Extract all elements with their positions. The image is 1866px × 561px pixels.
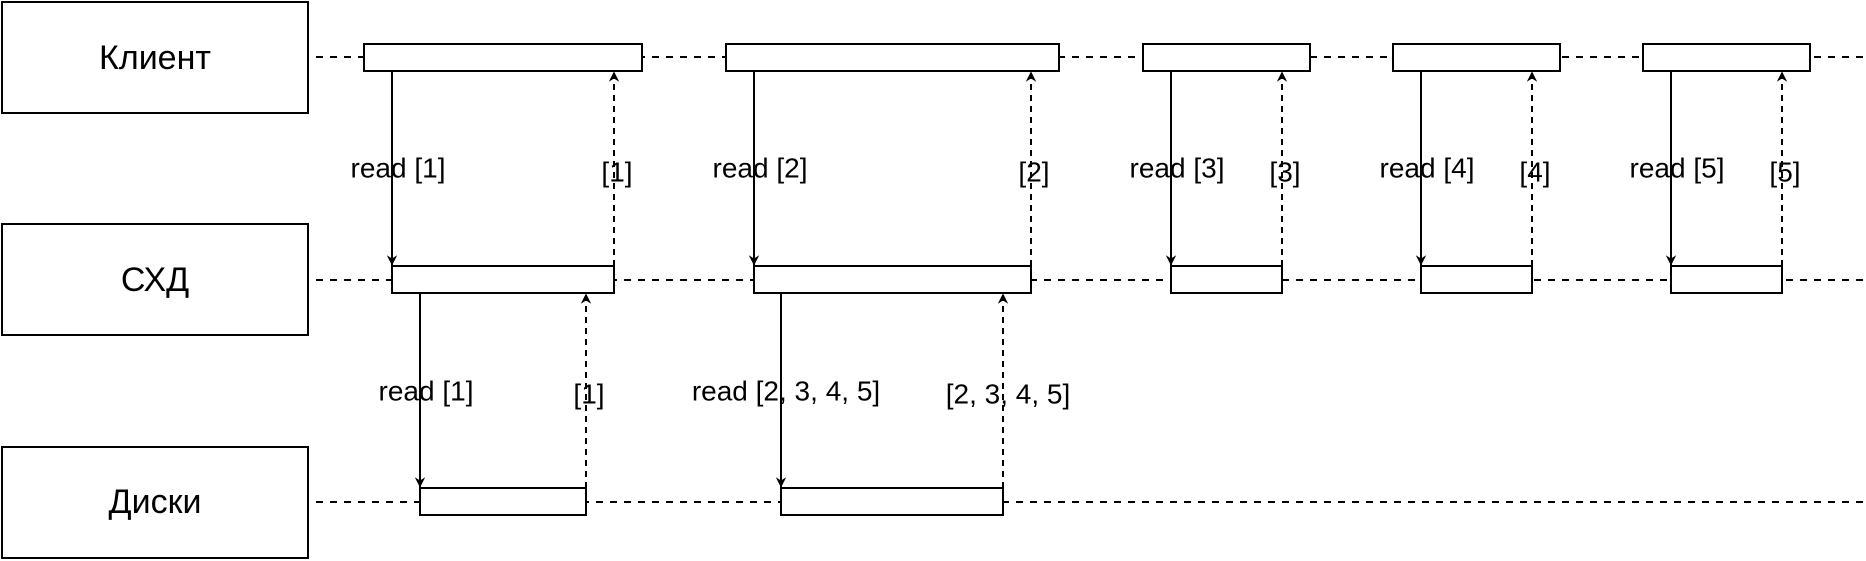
message-storage-disks-2: read [2, 3, 4, 5] [2, 3, 4, 5] [692,293,1070,488]
message-client-storage-2: read [2] [2] [713,71,1050,266]
lane-client-box [1,1,309,114]
request-label: read [4] [1380,153,1475,184]
lane-disks: Диски [1,446,309,559]
lane-storage-box [1,223,309,336]
client-activation-3 [1142,43,1311,72]
lane-disks-box [1,446,309,559]
client-activation-1 [363,43,643,72]
lane-client-label: Клиент [99,39,211,77]
storage-activation-4 [1420,265,1533,294]
storage-activation-1 [391,265,615,294]
message-client-storage-3: read [3] [3] [1130,71,1301,266]
message-storage-disks-1: read [1] [1] [379,293,605,488]
lane-disks-label: Диски [109,483,202,521]
response-label: [3] [1269,157,1300,188]
lane-storage: СХД [1,223,309,336]
response-label: [2] [1018,157,1049,188]
message-client-storage-5: read [5] [5] [1630,71,1801,266]
request-label: read [2] [713,153,808,184]
response-label: [5] [1769,157,1800,188]
storage-activation-3 [1170,265,1283,294]
message-client-storage-1: read [1] [1] [351,71,633,266]
client-activation-4 [1392,43,1561,72]
disks-activation-1 [419,487,587,516]
response-label: [4] [1519,157,1550,188]
request-label: read [3] [1130,153,1225,184]
request-label: read [1] [379,376,474,407]
storage-activation-2 [753,265,1032,294]
request-label: read [1] [351,153,446,184]
lane-client: Клиент [1,1,309,114]
client-activation-2 [725,43,1060,72]
disks-activation-2 [780,487,1004,516]
request-label: read [2, 3, 4, 5] [692,376,880,407]
client-activation-5 [1642,43,1811,72]
response-label: [1] [601,157,632,188]
request-label: read [5] [1630,153,1725,184]
message-client-storage-4: read [4] [4] [1380,71,1551,266]
lane-storage-label: СХД [121,261,189,299]
response-label: [2, 3, 4, 5] [946,379,1071,410]
storage-activation-5 [1670,265,1783,294]
response-label: [1] [573,379,604,410]
